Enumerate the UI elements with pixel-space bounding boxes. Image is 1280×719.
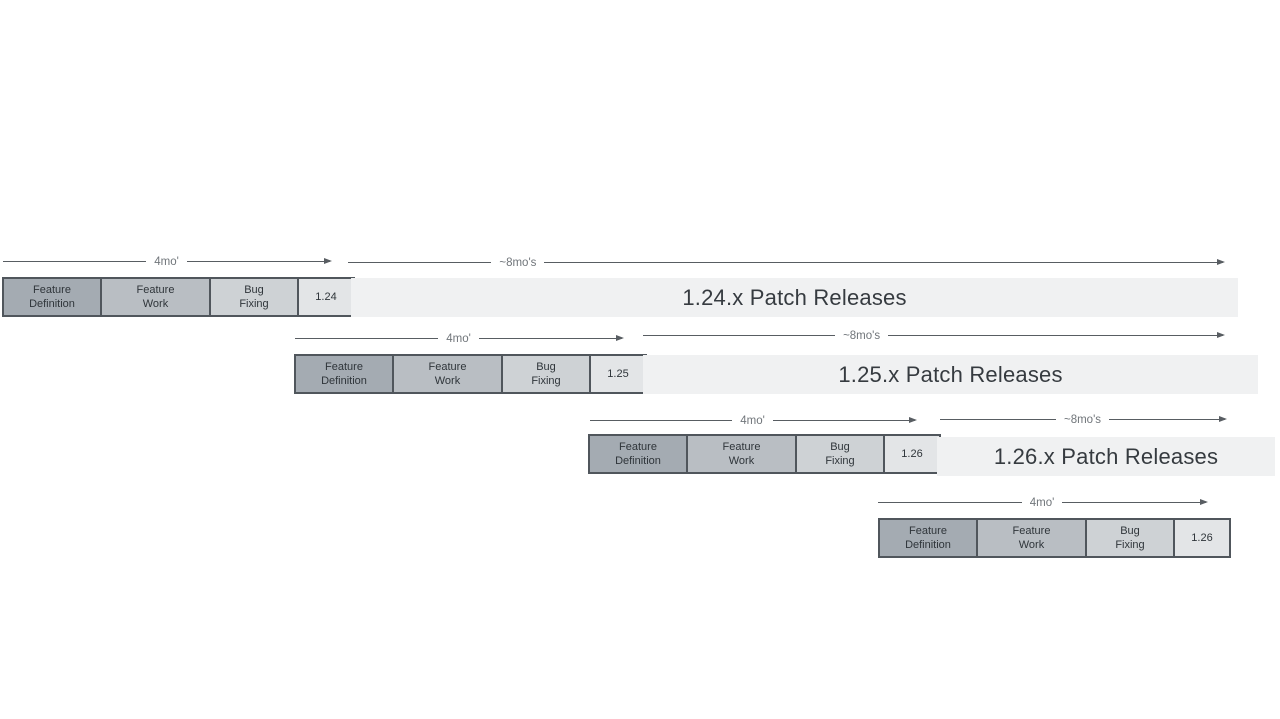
duration-label: 4mo' <box>446 333 471 345</box>
phase-label: Feature Work <box>722 440 761 467</box>
arrow-line <box>940 419 1056 420</box>
phase-label: Feature Work <box>136 283 175 310</box>
arrow-head-line <box>186 257 333 264</box>
arrow-head-line <box>888 331 1225 338</box>
phase-label: Feature Definition <box>905 524 951 551</box>
phase-feature-definition: Feature Definition <box>4 279 102 315</box>
patch-duration-arrow-1.26: ~8mo's <box>940 411 1227 431</box>
patch-releases-bar-1.24: 1.24.x Patch Releases <box>351 278 1238 317</box>
duration-label: ~8mo's <box>1063 414 1102 426</box>
patch-releases-label: 1.25.x Patch Releases <box>838 361 1063 387</box>
version-label: 1.25 <box>607 367 629 380</box>
dev-duration-arrow-1.24: 4mo' <box>3 253 333 273</box>
duration-label: ~8mo's <box>499 257 537 269</box>
phase-label: Bug Fixing <box>825 440 855 467</box>
release-cycle-1.26: Feature Definition Feature Work Bug Fixi… <box>588 434 941 474</box>
phase-label: Feature Work <box>428 360 467 387</box>
arrow-head-line <box>478 334 625 341</box>
arrow-head-line <box>1109 415 1227 422</box>
phase-bug-fixing: Bug Fixing <box>1087 520 1175 556</box>
phase-bug-fixing: Bug Fixing <box>211 279 299 315</box>
duration-label: 4mo' <box>154 256 179 268</box>
arrow-head-line <box>772 416 918 423</box>
dev-duration-arrow-next: 4mo' <box>878 494 1208 514</box>
patch-releases-bar-1.26: 1.26.x Patch Releases <box>937 437 1275 476</box>
dev-duration-arrow-1.26: 4mo' <box>590 412 918 432</box>
phase-label: Feature Definition <box>321 360 367 387</box>
arrow-line <box>348 262 492 263</box>
arrow-line <box>3 261 147 262</box>
arrow-line <box>590 420 733 421</box>
phase-feature-definition: Feature Definition <box>880 520 978 556</box>
patch-releases-label: 1.24.x Patch Releases <box>682 284 907 310</box>
phase-feature-work: Feature Work <box>978 520 1087 556</box>
phase-feature-definition: Feature Definition <box>590 436 688 472</box>
phase-label: Bug Fixing <box>239 283 269 310</box>
version-label: 1.24 <box>315 290 337 303</box>
duration-label: ~8mo's <box>843 330 881 342</box>
release-cycle-next: Feature Definition Feature Work Bug Fixi… <box>878 518 1231 558</box>
phase-label: Bug Fixing <box>1115 524 1145 551</box>
arrow-head-line <box>1062 498 1208 505</box>
phase-label: Bug Fixing <box>531 360 561 387</box>
patch-duration-arrow-1.25: ~8mo's <box>643 327 1225 347</box>
version-label: 1.26 <box>1191 531 1213 544</box>
arrow-line <box>643 335 836 336</box>
phase-label: Feature Definition <box>615 440 661 467</box>
duration-label: 4mo' <box>1029 497 1055 509</box>
version-box: 1.26 <box>885 436 939 472</box>
duration-label: 4mo' <box>740 415 765 427</box>
release-cycle-1.25: Feature Definition Feature Work Bug Fixi… <box>294 354 647 394</box>
arrow-line <box>295 338 439 339</box>
phase-feature-work: Feature Work <box>102 279 211 315</box>
patch-releases-label: 1.26.x Patch Releases <box>993 443 1219 469</box>
arrow-head-line <box>544 258 1225 265</box>
patch-releases-bar-1.25: 1.25.x Patch Releases <box>643 355 1258 394</box>
release-cycle-1.24: Feature Definition Feature Work Bug Fixi… <box>2 277 355 317</box>
phase-feature-work: Feature Work <box>394 356 503 392</box>
dev-duration-arrow-1.25: 4mo' <box>295 330 625 350</box>
phase-feature-work: Feature Work <box>688 436 797 472</box>
version-box: 1.24 <box>299 279 353 315</box>
phase-label: Feature Work <box>1012 524 1051 551</box>
arrow-line <box>878 502 1022 503</box>
version-label: 1.26 <box>901 447 923 460</box>
version-box: 1.25 <box>591 356 645 392</box>
version-box: 1.26 <box>1175 520 1229 556</box>
phase-feature-definition: Feature Definition <box>296 356 394 392</box>
phase-label: Feature Definition <box>29 283 75 310</box>
phase-bug-fixing: Bug Fixing <box>797 436 885 472</box>
phase-bug-fixing: Bug Fixing <box>503 356 591 392</box>
patch-duration-arrow-1.24: ~8mo's <box>348 254 1225 274</box>
